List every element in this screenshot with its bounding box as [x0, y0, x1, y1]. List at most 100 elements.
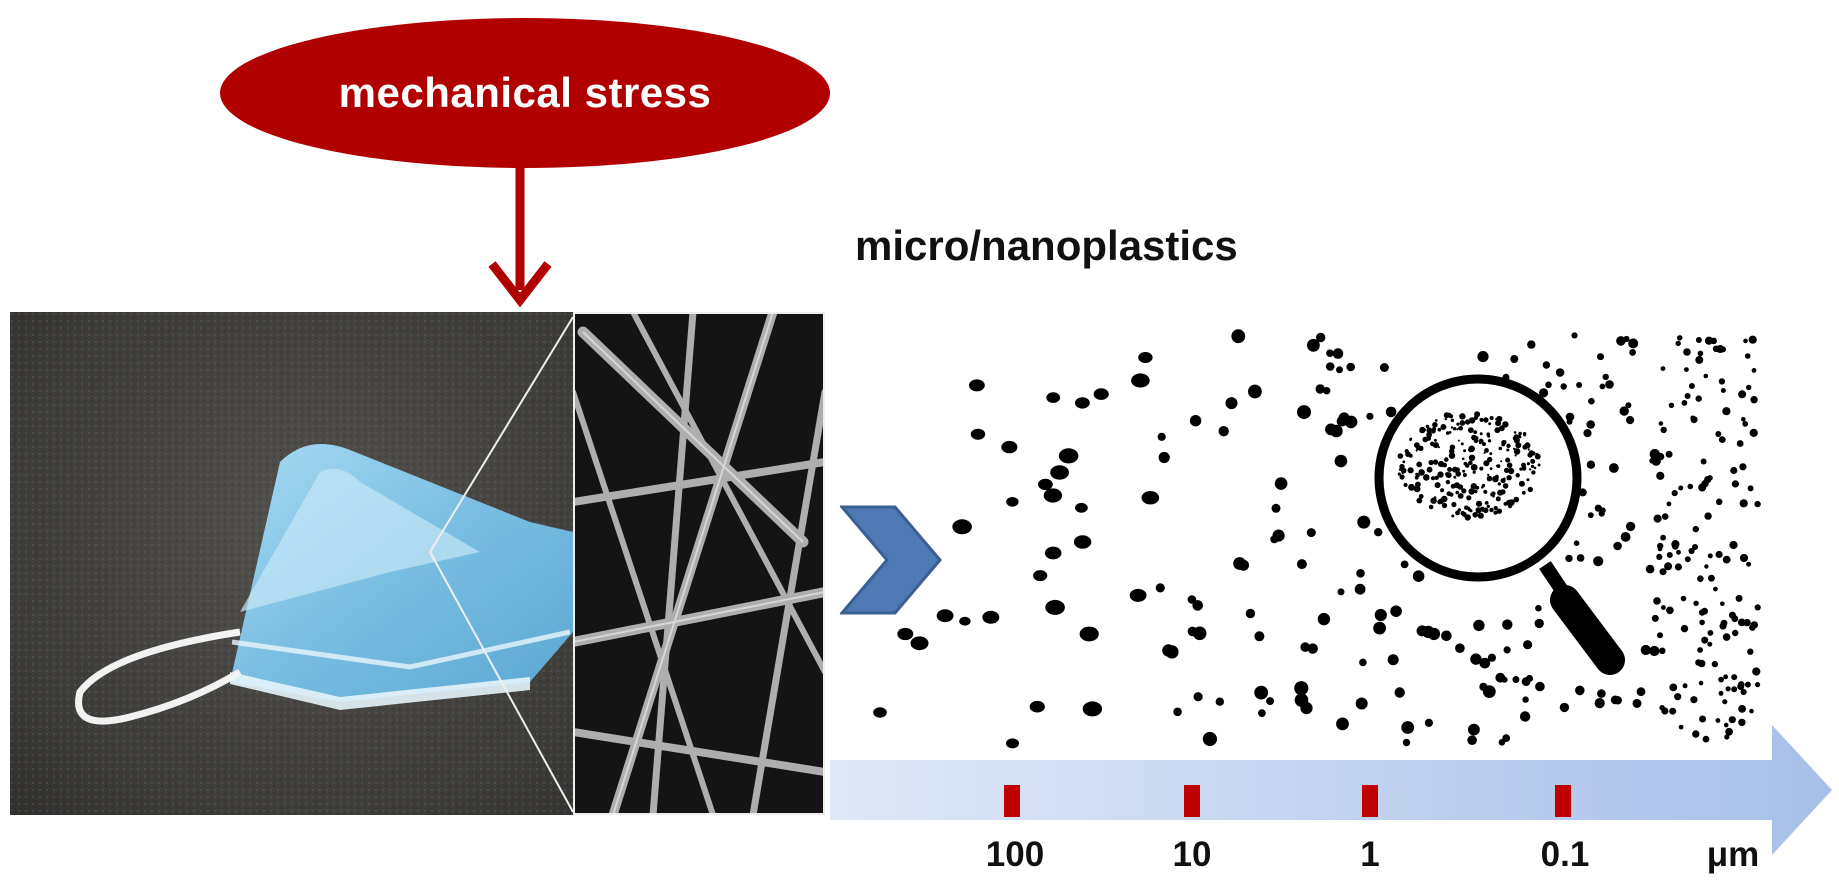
- particle: [1628, 338, 1639, 349]
- particle: [1625, 402, 1632, 409]
- particle: [1715, 550, 1723, 559]
- particle: [1187, 626, 1198, 637]
- mechanical-stress-ellipse: mechanical stress: [220, 18, 830, 168]
- particle: [1660, 426, 1667, 434]
- lens-particle: [1423, 474, 1430, 481]
- particle: [1238, 559, 1249, 571]
- lens-particle: [1457, 439, 1460, 442]
- particle: [1680, 595, 1687, 602]
- particle: [1045, 599, 1065, 615]
- particle: [1258, 709, 1266, 717]
- lens-particle: [1453, 475, 1457, 479]
- particle: [1625, 521, 1636, 532]
- particle: [1674, 563, 1682, 571]
- particle: [1373, 621, 1386, 635]
- lens-particle: [1483, 460, 1490, 467]
- particle: [1129, 588, 1147, 602]
- particle: [1713, 586, 1718, 592]
- particle: [1477, 351, 1489, 363]
- particle: [1593, 556, 1604, 567]
- particle: [1307, 338, 1320, 352]
- particle: [1616, 336, 1626, 346]
- lens-particle: [1506, 462, 1513, 469]
- lens-particle: [1522, 444, 1528, 450]
- particle: [1703, 373, 1709, 379]
- particle: [1033, 570, 1048, 582]
- particle: [1715, 431, 1722, 437]
- particle: [1093, 388, 1109, 400]
- particle: [1743, 338, 1748, 344]
- particle: [1193, 692, 1203, 702]
- lens-particle: [1425, 424, 1430, 429]
- particle: [1731, 480, 1739, 488]
- lens-particle: [1450, 418, 1455, 423]
- particle: [1744, 353, 1751, 359]
- particle: [1519, 711, 1531, 722]
- particle: [897, 627, 914, 641]
- particle: [1501, 676, 1508, 683]
- particle: [1487, 653, 1496, 662]
- lens-particle: [1398, 468, 1402, 471]
- scale-tick: [1555, 785, 1571, 817]
- lens-particle: [1504, 467, 1510, 473]
- lens-particle: [1486, 475, 1493, 482]
- lens-particle: [1462, 473, 1467, 477]
- particle: [1346, 362, 1355, 372]
- lens-particle: [1415, 481, 1421, 488]
- lens-particle: [1513, 496, 1520, 503]
- particle: [1661, 605, 1666, 610]
- particle: [1632, 698, 1642, 708]
- lens-particle: [1483, 451, 1486, 454]
- lens-particle: [1493, 505, 1498, 511]
- particle: [1664, 562, 1673, 571]
- lens-particle: [1418, 494, 1424, 499]
- lens-particle: [1494, 427, 1501, 434]
- particle: [1609, 463, 1619, 473]
- lens-particle: [1456, 422, 1460, 426]
- particle: [1354, 583, 1366, 595]
- particle: [982, 610, 1000, 624]
- particle: [1681, 400, 1688, 406]
- lens-particle: [1464, 505, 1469, 510]
- particle: [1749, 428, 1758, 437]
- particle: [1720, 346, 1726, 353]
- particle: [1316, 332, 1326, 343]
- lens-particle: [1419, 429, 1423, 433]
- lens-particle: [1445, 472, 1452, 479]
- lens-particle: [1400, 467, 1407, 474]
- particle: [1006, 497, 1019, 507]
- particle: [1737, 683, 1745, 690]
- particle: [1722, 633, 1731, 641]
- lens-particle: [1440, 488, 1445, 493]
- particle: [1355, 697, 1368, 710]
- lens-particle: [1502, 477, 1506, 481]
- lens-particle: [1495, 420, 1502, 427]
- particle: [1718, 676, 1724, 683]
- particle: [1722, 699, 1728, 705]
- lens-particle: [1453, 482, 1460, 489]
- particle: [1001, 440, 1018, 454]
- particle: [1356, 569, 1365, 578]
- lens-particle: [1433, 442, 1439, 449]
- lens-particle: [1461, 488, 1467, 494]
- lens-particle: [1407, 467, 1414, 474]
- particle: [1651, 614, 1659, 622]
- particle: [1751, 368, 1757, 373]
- particle: [1695, 659, 1702, 666]
- lens-particle: [1430, 476, 1436, 481]
- lens-particle: [1491, 491, 1496, 496]
- particle: [1707, 475, 1713, 481]
- lens-particle: [1432, 422, 1438, 428]
- particle: [1645, 564, 1655, 574]
- particle: [1668, 402, 1675, 408]
- lens-particle: [1444, 417, 1448, 421]
- particle: [1739, 463, 1747, 471]
- particle: [1583, 429, 1592, 438]
- particle: [1296, 559, 1307, 570]
- lens-particle: [1426, 466, 1433, 473]
- lens-particle: [1448, 452, 1456, 459]
- particle: [1602, 373, 1609, 381]
- lens-particle: [1461, 457, 1465, 461]
- particle: [1588, 397, 1595, 405]
- particle: [1441, 630, 1452, 642]
